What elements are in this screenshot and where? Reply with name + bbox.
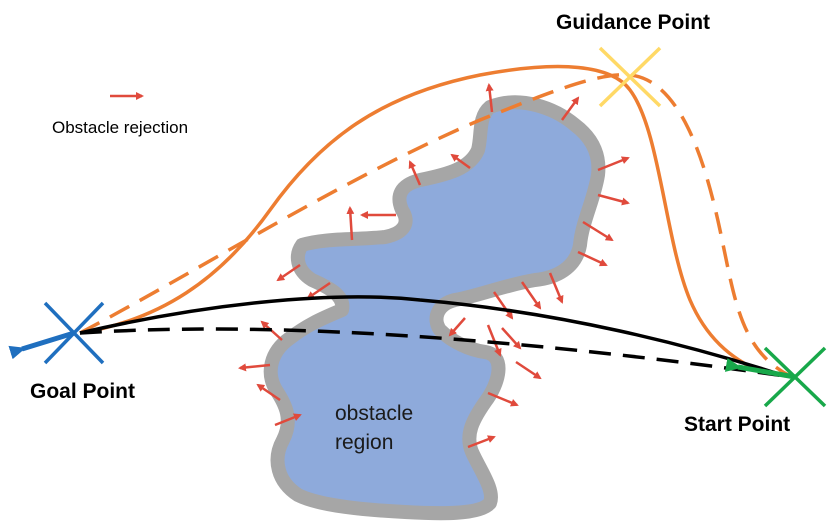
rejection-arrow xyxy=(486,324,502,357)
rejection-arrow xyxy=(548,272,564,304)
rejection-arrow xyxy=(408,160,422,186)
rejection-arrow xyxy=(485,83,494,113)
rejection-arrow xyxy=(260,320,283,341)
rejection-arrow xyxy=(346,206,355,241)
rejection-arrow xyxy=(597,156,630,172)
black-dashed-path xyxy=(79,327,786,378)
start-point-marker xyxy=(724,346,827,408)
rejection-arrow xyxy=(306,281,331,300)
rejection-arrow xyxy=(450,153,471,170)
rejection-arrow xyxy=(256,383,281,402)
rejection-arrow xyxy=(238,363,271,372)
obstacle-region xyxy=(263,95,606,521)
region-label-line1: obstacle xyxy=(335,402,413,425)
goal-point-marker xyxy=(8,301,105,365)
rejection-arrow xyxy=(492,291,514,320)
rejection-arrow xyxy=(276,263,301,282)
rejection-arrow xyxy=(560,96,580,121)
rejection-arrow xyxy=(448,317,466,337)
rejection-arrow xyxy=(577,250,608,267)
rejection-arrow xyxy=(501,327,522,350)
goal-point-label: Goal Point xyxy=(30,380,135,403)
guidance-point-label: Guidance Point xyxy=(556,11,710,34)
region-label-line2: region xyxy=(335,431,393,454)
rejection-arrow xyxy=(274,413,302,427)
start-point-label: Start Point xyxy=(684,413,790,436)
rejection-arrow xyxy=(515,360,542,380)
guidance-point-marker xyxy=(598,46,662,108)
orange-dashed-path xyxy=(79,72,791,378)
rejection-arrow xyxy=(520,281,542,310)
rejection-arrow xyxy=(467,435,496,449)
legend-text: Obstacle rejection xyxy=(52,118,188,137)
rejection-arrow xyxy=(487,391,519,407)
orange-solid-path xyxy=(79,64,766,375)
rejection-arrows xyxy=(238,83,630,449)
rejection-arrow xyxy=(597,193,630,206)
rejection-arrow xyxy=(582,220,614,242)
black-solid-path xyxy=(79,295,786,378)
